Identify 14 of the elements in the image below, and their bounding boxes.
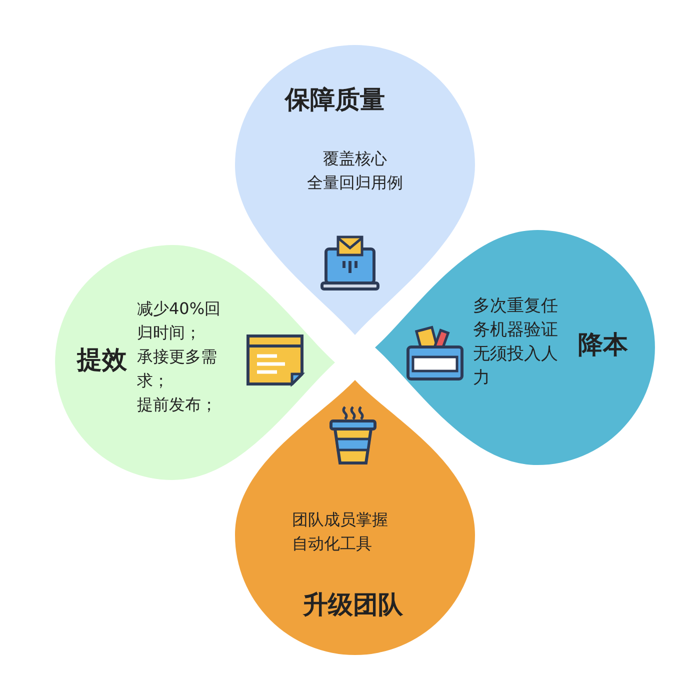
petal-shape [55, 245, 335, 480]
petal-description: 减少40%回归时间； [137, 298, 221, 344]
petal-description: 团队成员掌握自动化工具 [292, 509, 389, 555]
petal-description: 承接更多需求； [137, 346, 218, 392]
petal-shape [375, 230, 655, 465]
petal-shape [235, 380, 475, 655]
petal-title: 保障质量 [285, 84, 385, 116]
petal-title: 升级团队 [303, 589, 403, 621]
petal-description: 提前发布； [137, 394, 218, 416]
petal-title: 降本 [578, 329, 628, 361]
petal-description: 多次重复任务机器验证无须投入人力 [473, 295, 559, 390]
petal-title: 提效 [77, 344, 127, 376]
petal-description: 全量回归用例 [306, 172, 404, 194]
petal-description: 覆盖核心 [322, 148, 388, 170]
